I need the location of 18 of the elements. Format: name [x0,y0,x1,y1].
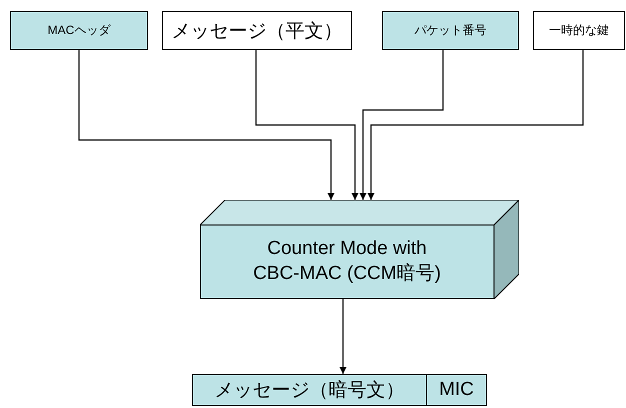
header-box [10,11,148,50]
mic-box [426,374,487,406]
box-label: パケット番号 [414,22,486,39]
arrow [78,50,334,200]
box-label: メッセージ（平文） [172,20,342,44]
arrow [340,299,346,374]
box-label: 一時的な鍵 [549,22,609,39]
box-label: メッセージ（暗号文） [214,379,404,403]
ciphertext-box [192,374,427,406]
box-label: MIC [439,379,474,401]
arrow [360,50,444,200]
block-label: Counter Mode with CBC-MAC (CCM暗号) [252,237,442,286]
arrow [368,50,584,200]
packet-number-box [382,11,519,50]
arrow [255,50,358,200]
message-box [162,11,352,50]
box-label: MACヘッダ [48,22,110,39]
key-box [533,11,625,50]
